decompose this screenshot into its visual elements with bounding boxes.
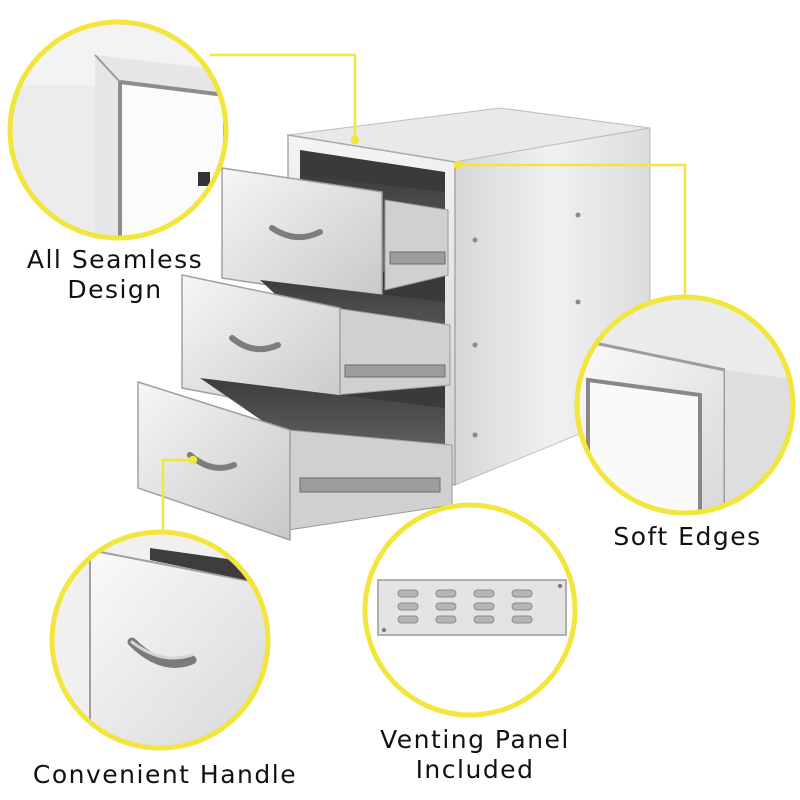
label-all-seamless-design: All Seamless Design <box>10 245 220 305</box>
label-soft-edges: Soft Edges <box>600 522 775 552</box>
callout-seamless-zoom <box>7 19 229 241</box>
drawer-bottom <box>137 378 453 542</box>
label-line: Convenient Handle <box>32 760 298 789</box>
drawer-middle <box>181 274 451 419</box>
callout-lines <box>161 53 687 530</box>
label-venting-panel-included: Venting Panel Included <box>360 725 590 785</box>
callout-handle-zoom <box>49 529 271 751</box>
label-line: Included <box>415 755 535 784</box>
callout-venting-zoom <box>362 502 578 718</box>
label-line: Soft Edges <box>613 522 762 551</box>
label-line: Venting Panel <box>380 725 570 754</box>
label-convenient-handle: Convenient Handle <box>20 760 310 790</box>
drawer-top <box>221 167 449 303</box>
label-line: All Seamless <box>26 245 204 274</box>
vent-slots <box>397 589 533 624</box>
label-line: Design <box>67 275 163 304</box>
